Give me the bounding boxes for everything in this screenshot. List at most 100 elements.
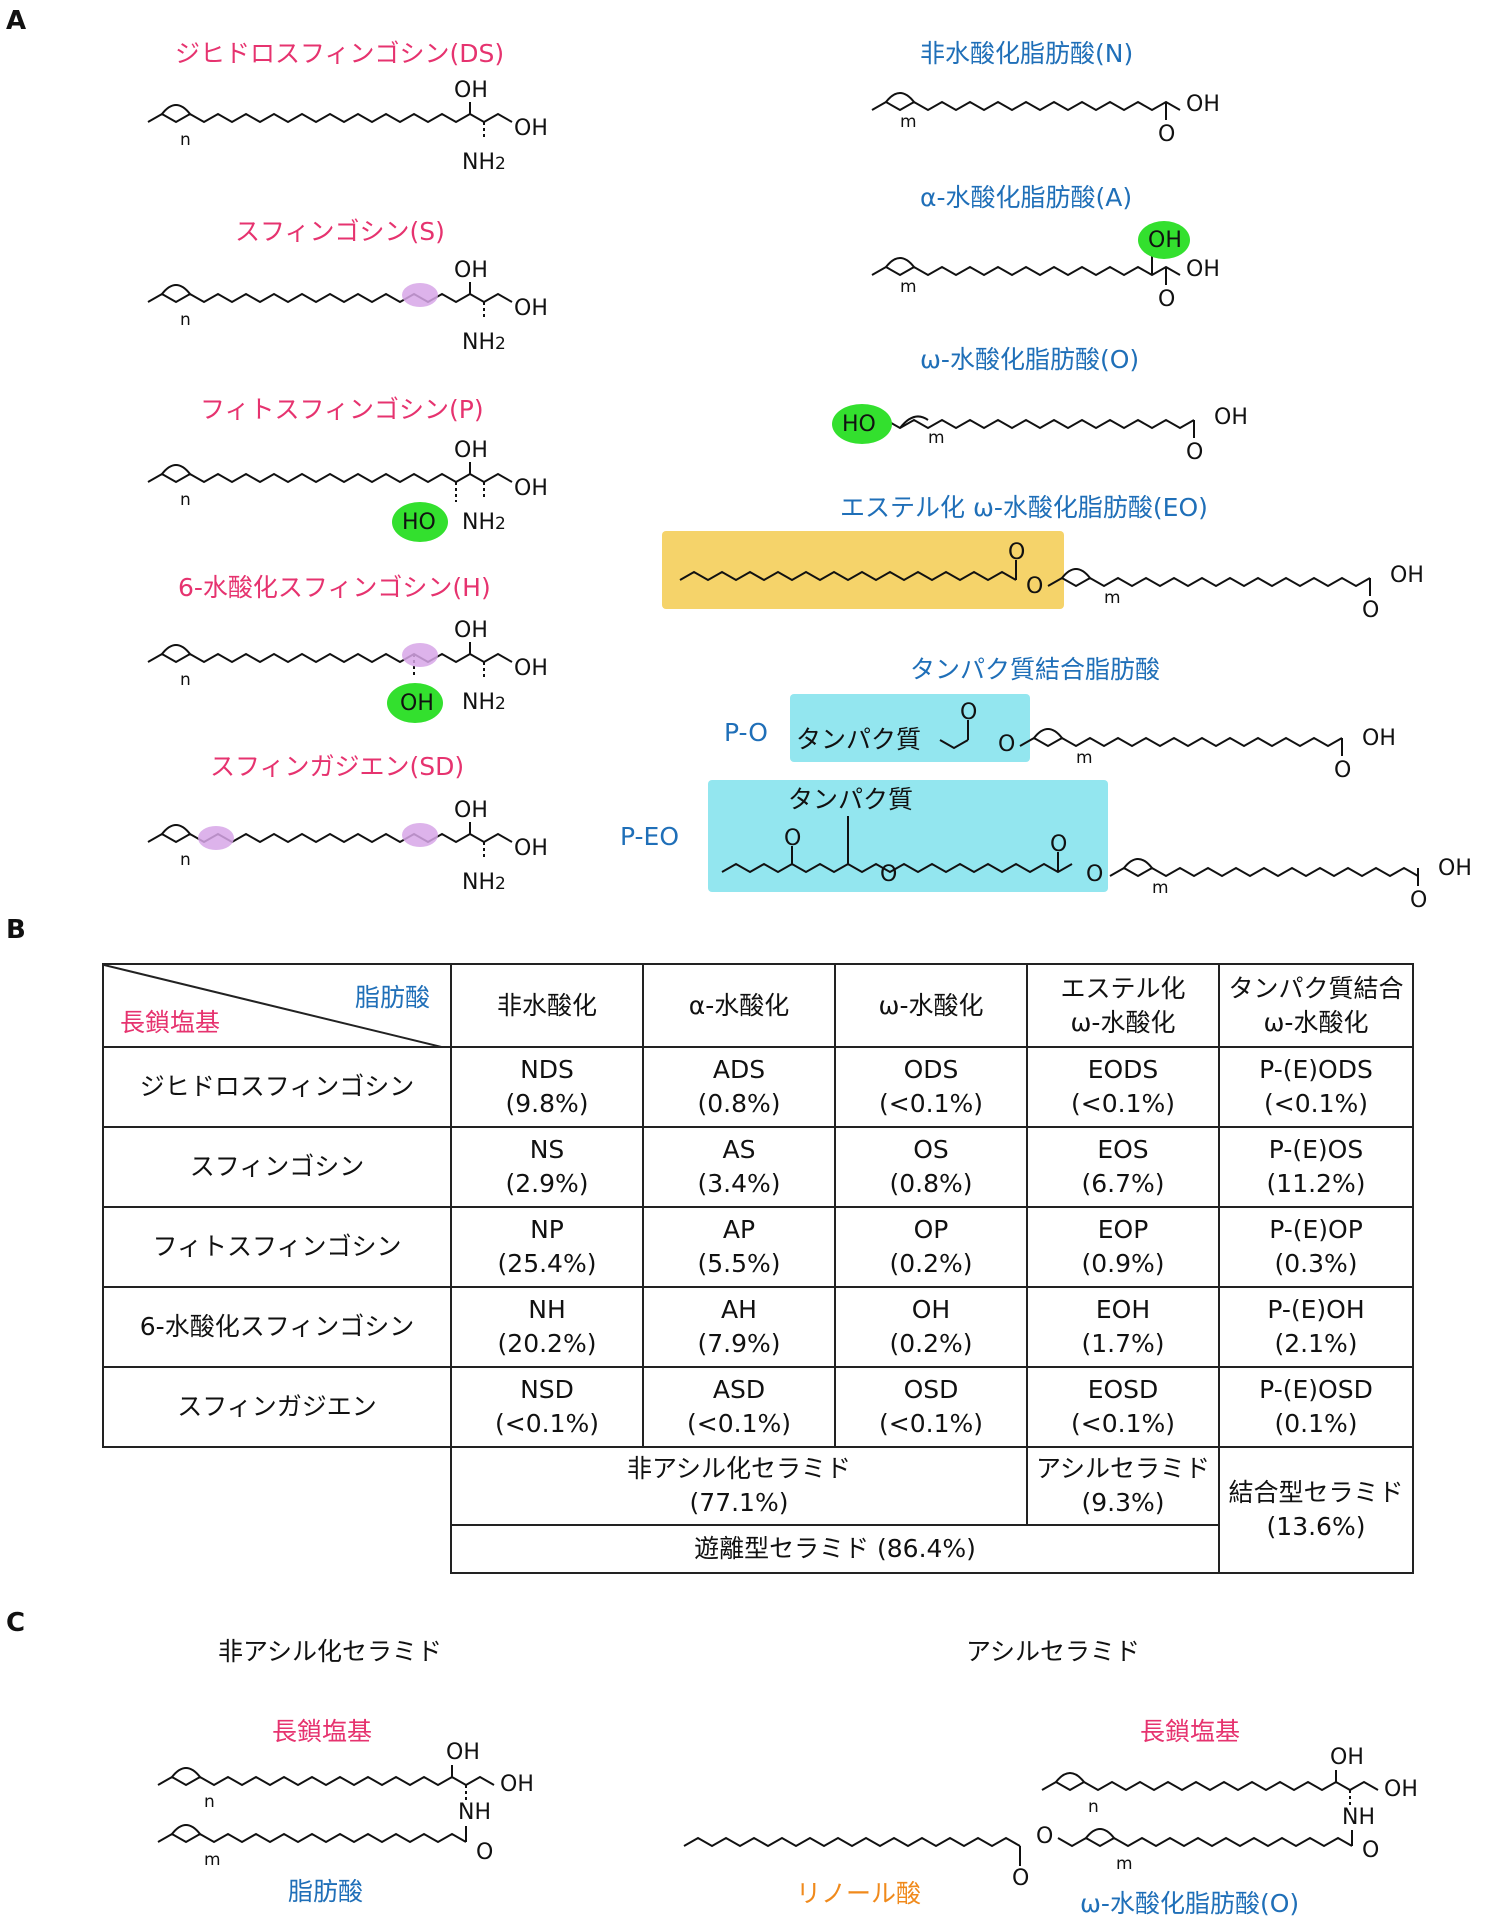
h-n: n — [180, 670, 191, 690]
ceramide-class: OS — [913, 1135, 949, 1164]
col-header-non-hydroxy: 非水酸化 — [450, 963, 644, 1048]
fa-title-protein: タンパク質結合脂肪酸 — [910, 655, 1161, 684]
table-cell: ASD(<0.1%) — [642, 1366, 836, 1448]
peo-ester-o-top: O — [1050, 832, 1068, 857]
c-left-fa-label: 脂肪酸 — [288, 1877, 364, 1906]
lcb-title-sd: スフィンガジエン(SD) — [210, 752, 465, 781]
lcb-title-p: フィトスフィンゴシン(P) — [200, 395, 484, 424]
table-cell: AP (5.5%) — [642, 1206, 836, 1288]
ds-oh-top: OH — [454, 78, 488, 103]
ceramide-class: OH — [911, 1295, 951, 1324]
peo-protein: タンパク質 — [788, 785, 914, 814]
c-linoleic-label: リノール酸 — [796, 1879, 922, 1908]
table-row-label: スフィンゴシン — [102, 1126, 452, 1208]
ceramide-class: AP — [722, 1215, 756, 1244]
ceramide-percent: (1.7%) — [1081, 1329, 1165, 1358]
ceramide-percent: (0.1%) — [1274, 1409, 1358, 1438]
ceramide-class: OP — [913, 1215, 949, 1244]
nonacyl-summary: 非アシル化セラミド(77.1%) — [450, 1446, 1028, 1526]
sd-n: n — [180, 850, 191, 870]
eo-ester-o-top: O — [1008, 540, 1026, 565]
fa-title-o: ω-水酸化脂肪酸(O) — [920, 345, 1140, 374]
c-right-oh-top: OH — [1330, 1745, 1364, 1770]
n-o: O — [1158, 122, 1176, 147]
n-m: m — [900, 112, 917, 132]
a-oh-alpha: OH — [1148, 228, 1182, 253]
c-left-n: n — [204, 1792, 215, 1812]
table-cell: OP (0.2%) — [834, 1206, 1028, 1288]
p-ho: HO — [402, 510, 436, 535]
po-ester-o: O — [998, 732, 1016, 757]
ceramide-class: ODS — [903, 1055, 959, 1084]
table-cell: NDS(9.8%) — [450, 1046, 644, 1128]
ceramide-class: AS — [722, 1135, 756, 1164]
ceramide-class: NP — [530, 1215, 564, 1244]
a-o: O — [1158, 287, 1176, 312]
table-cell: NSD(<0.1%) — [450, 1366, 644, 1448]
ceramide-class: OSD — [903, 1375, 959, 1404]
c-left-oh-top: OH — [446, 1740, 480, 1765]
eo-o: O — [1362, 598, 1380, 623]
eo-ester-o: O — [1026, 574, 1044, 599]
table-cell: P-(E)ODS (<0.1%) — [1218, 1046, 1414, 1128]
po-protein-highlight — [790, 694, 1030, 762]
ceramide-class: NSD — [520, 1375, 574, 1404]
table-row-label: ジヒドロスフィンゴシン — [102, 1046, 452, 1128]
h-oh-top: OH — [454, 618, 488, 643]
ceramide-class: EOS — [1097, 1135, 1149, 1164]
sd-oh-end: OH — [514, 836, 548, 861]
ceramide-class: NH — [528, 1295, 566, 1324]
c-right-n: n — [1088, 1797, 1099, 1817]
s-oh-end: OH — [514, 296, 548, 321]
p-oh-top: OH — [454, 438, 488, 463]
c-right-oh-end: OH — [1384, 1777, 1418, 1802]
table-cell: EODS (<0.1%) — [1026, 1046, 1220, 1128]
ceramide-class: EOH — [1095, 1295, 1151, 1324]
p-oh-end: OH — [514, 476, 548, 501]
col-header-protein-bound: タンパク質結合 ω-水酸化 — [1218, 963, 1414, 1048]
h-nh2: NH2 — [462, 690, 506, 715]
ceramide-class: NS — [529, 1135, 565, 1164]
ceramide-class: P-(E)ODS — [1259, 1055, 1373, 1084]
o-ho: HO — [842, 412, 876, 437]
c-right-amide-o: O — [1362, 1838, 1380, 1863]
peo-o: O — [1410, 888, 1428, 913]
table-cell: AS(3.4%) — [642, 1126, 836, 1208]
bound-summary: 結合型セラミド(13.6%) — [1218, 1446, 1414, 1574]
table-cell: EOSD(<0.1%) — [1026, 1366, 1220, 1448]
c-right-ester-o: O — [1012, 1866, 1030, 1891]
ceramide-percent: (2.1%) — [1274, 1329, 1358, 1358]
ceramide-class: P-(E)OP — [1269, 1215, 1363, 1244]
ds-nh2: NH2 — [462, 150, 506, 175]
lcb-title-s: スフィンゴシン(S) — [235, 217, 445, 246]
col-header-esterified: エステル化 ω-水酸化 — [1026, 963, 1220, 1048]
fa-title-a: α-水酸化脂肪酸(A) — [920, 183, 1133, 212]
ceramide-percent: (<0.1%) — [1071, 1089, 1175, 1118]
c-left-lcb-label: 長鎖塩基 — [272, 1717, 373, 1746]
peo-label: P-EO — [620, 822, 680, 851]
ceramide-class: EODS — [1087, 1055, 1159, 1084]
table-row-label: 6-水酸化スフィンゴシン — [102, 1286, 452, 1368]
ceramide-percent: (2.9%) — [505, 1169, 589, 1198]
ceramide-percent: (<0.1%) — [1264, 1089, 1368, 1118]
c-left-oh-end: OH — [500, 1772, 534, 1797]
ceramide-class: P-(E)OSD — [1259, 1375, 1373, 1404]
table-cell: NP(25.4%) — [450, 1206, 644, 1288]
acyl-summary: アシルセラミド(9.3%) — [1026, 1446, 1220, 1526]
p-n: n — [180, 490, 191, 510]
panel-c-letter: C — [6, 1608, 26, 1638]
p-nh2: NH2 — [462, 510, 506, 535]
table-cell: NS (2.9%) — [450, 1126, 644, 1208]
eo-m: m — [1104, 588, 1121, 608]
table-cell: P-(E)OP(0.3%) — [1218, 1206, 1414, 1288]
table-cell: NH(20.2%) — [450, 1286, 644, 1368]
table-row-label: スフィンガジエン — [102, 1366, 452, 1448]
o-m: m — [928, 428, 945, 448]
c-left-title: 非アシル化セラミド — [218, 1637, 443, 1666]
ceramide-percent: (<0.1%) — [1071, 1409, 1175, 1438]
fa-title-n: 非水酸化脂肪酸(N) — [920, 39, 1134, 68]
ceramide-percent: (0.2%) — [889, 1249, 973, 1278]
c-left-m: m — [204, 1850, 221, 1870]
ceramide-percent: (5.5%) — [697, 1249, 781, 1278]
ceramide-percent: (<0.1%) — [879, 1409, 983, 1438]
